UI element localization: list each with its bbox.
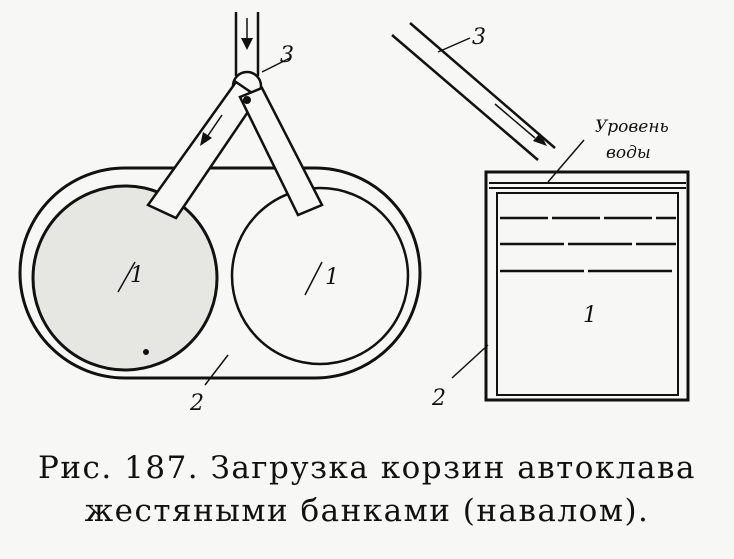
autoclave-vessel: [484, 170, 690, 402]
left-autoclave-label: 2: [189, 391, 204, 416]
pipe-branch-right: [238, 86, 324, 217]
figure-caption-line1: Рис. 187. Загрузка корзин автоклава: [38, 450, 696, 486]
water-level-label-line2: воды: [606, 143, 651, 163]
left-pipe-label: 3: [280, 43, 294, 68]
left-basket-left-label: 1: [130, 263, 144, 288]
left-basket-right-label: 1: [325, 265, 339, 290]
right-pipe-label: 3: [472, 25, 486, 50]
basket-section: [496, 192, 679, 396]
figure-diagram: 3 1 1 2 3 Уровень воды 1 2: [18, 12, 690, 416]
right-view: [391, 22, 690, 402]
right-autoclave-label: 2: [431, 386, 446, 411]
autoclave-outline: [18, 166, 422, 380]
right-basket-label: 1: [583, 303, 597, 328]
basket-left: [31, 184, 219, 372]
basket-right: [230, 186, 410, 366]
water-level-label-line1: Уровень: [595, 117, 669, 137]
left-view: [18, 12, 422, 386]
figure-caption-line2: жестяными банками (навалом).: [84, 493, 650, 529]
